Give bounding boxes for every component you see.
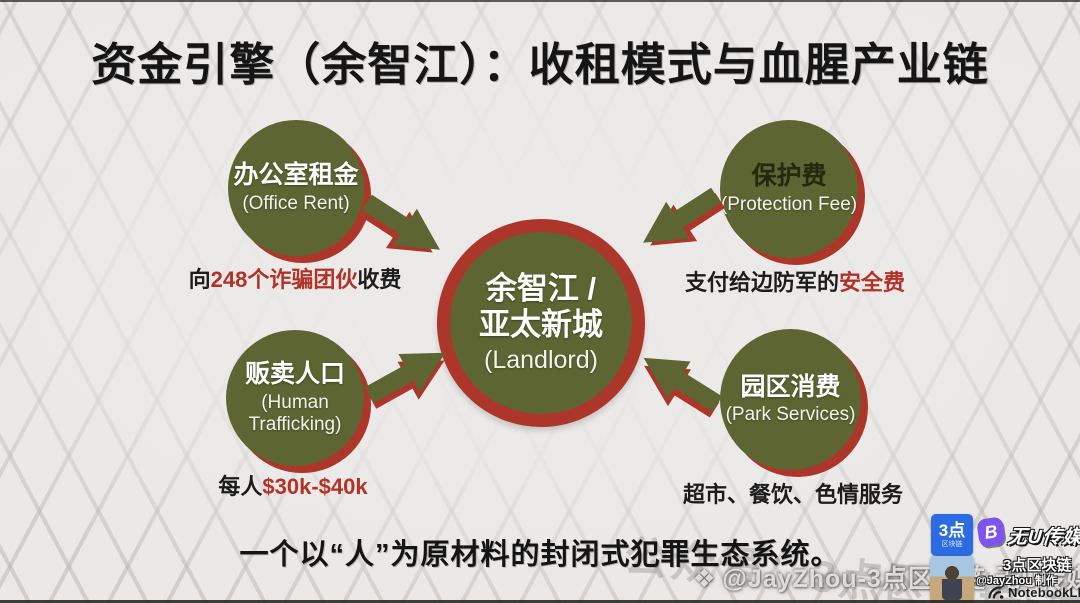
top-edge-bar (0, 0, 1080, 2)
sandian-logo-subtext: 区块链 (941, 541, 963, 548)
center-line3: (Landlord) (484, 346, 598, 375)
bottom-edge-bar (0, 600, 1080, 603)
branding-badge: 3点 区块链 B 无U传媒 3点区块链 @JayZhou 制作 Notebook… (926, 508, 1080, 603)
bitcoin-icon: B (976, 516, 1006, 548)
center-line2: 亚太新城 (479, 306, 603, 342)
node-park-services: 园区消费 (Park Services) (720, 329, 861, 470)
channel-name: 3点区块链 (1003, 557, 1072, 574)
node-human-trafficking: 贩卖人口 (Human Trafficking) (226, 330, 364, 466)
caption-protection-fee: 支付给边防军的安全费 (635, 265, 955, 297)
caption-protection-fee-part2: 安全费 (839, 270, 906, 295)
node-park-services-zh: 园区消费 (740, 372, 841, 401)
caption-office-rent-part2: 248个诈骗团伙 (210, 267, 358, 292)
node-office-rent-zh: 办公室租金 (233, 161, 359, 190)
caption-protection-fee-part1: 支付给边防军的 (684, 270, 839, 295)
caption-office-rent: 向248个诈骗团伙收费 (135, 262, 455, 294)
diamond-icon: ❖ (693, 565, 717, 593)
node-office-rent-en: (Office Rent) (242, 192, 350, 214)
arrow-human-trafficking-to-center (364, 352, 446, 411)
page-title: 资金引擎（余智江）：收租模式与血腥产业链 (91, 39, 989, 90)
node-human-trafficking-en: (Human Trafficking) (248, 392, 342, 435)
arrow-protection-fee-to-center (643, 187, 729, 246)
center-line1: 余智江 / (485, 270, 597, 306)
footer-statement: 一个以“人”为原材料的封闭式犯罪生态系统。 (239, 539, 841, 571)
author-avatar (930, 556, 974, 602)
author-credit: @JayZhou 制作 (976, 575, 1058, 587)
notebooklm-credit: NotebookLM (988, 585, 1080, 600)
notebooklm-label: NotebookLM (1008, 585, 1080, 600)
node-protection-fee-en: (Protection Fee) (720, 193, 858, 215)
arrow-park-services-to-center (643, 357, 723, 420)
caption-park-services: 超市、餐饮、色情服务 (633, 477, 953, 509)
wuu-media-brand: 无U传媒 (1006, 527, 1080, 548)
caption-human-trafficking-part1: 每人 (218, 474, 263, 499)
node-protection-fee: 保护费 (Protection Fee) (720, 120, 858, 258)
notebooklm-icon (988, 586, 1004, 599)
watermark-credit-line: ❖@JayZhou-3点区块链-无U传媒 (693, 559, 1080, 595)
caption-office-rent-part3: 收费 (357, 267, 402, 292)
caption-park-services-part1: 超市、餐饮、色情服务 (682, 482, 903, 507)
node-protection-fee-zh: 保护费 (751, 162, 827, 191)
caption-human-trafficking: 每人$30k-$40k (133, 469, 453, 501)
caption-office-rent-part1: 向 (188, 267, 211, 292)
caption-human-trafficking-part2: $30k-$40k (262, 474, 368, 499)
arrow-office-rent-to-center (354, 194, 440, 253)
node-park-services-en: (Park Services) (725, 404, 856, 426)
node-human-trafficking-zh: 贩卖人口 (244, 360, 345, 389)
watermark-credit-text: @JayZhou-3点区块链-无U传媒 (722, 565, 1080, 593)
sandian-logo-text: 3点 (938, 521, 966, 540)
sandian-logo: 3点 区块链 (931, 514, 973, 556)
node-office-rent: 办公室租金 (Office Rent) (228, 120, 364, 256)
node-landlord-center: 余智江 / 亚太新城 (Landlord) (437, 219, 645, 427)
